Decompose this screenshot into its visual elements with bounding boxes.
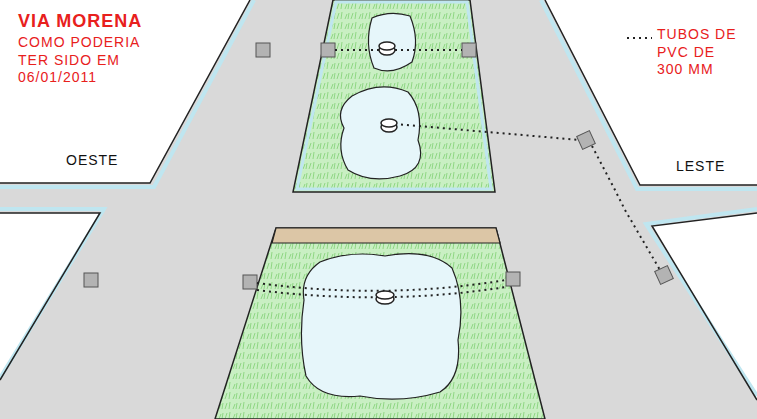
median-water-edge: [297, 2, 491, 189]
drain-grate: [84, 43, 673, 289]
road-edge: [0, 0, 757, 400]
pond: [301, 254, 460, 399]
manhole: [376, 42, 397, 304]
pond: [368, 13, 415, 70]
map-title: VIA MORENA: [18, 10, 142, 33]
direction-label: LESTE: [676, 158, 725, 176]
pvc-pipe: [257, 50, 660, 297]
earth-berm: [272, 228, 500, 243]
direction-label: OESTE: [66, 152, 118, 170]
median-lower: [215, 228, 545, 419]
legend-sample: [627, 37, 652, 39]
legend-text: TUBOS DE PVC DE 300 MM: [657, 26, 741, 79]
median-upper: [293, 0, 495, 192]
pond: [340, 87, 420, 179]
subtitle-note: COMO PODERIA TER SIDO EM 06/01/2011: [18, 34, 148, 87]
